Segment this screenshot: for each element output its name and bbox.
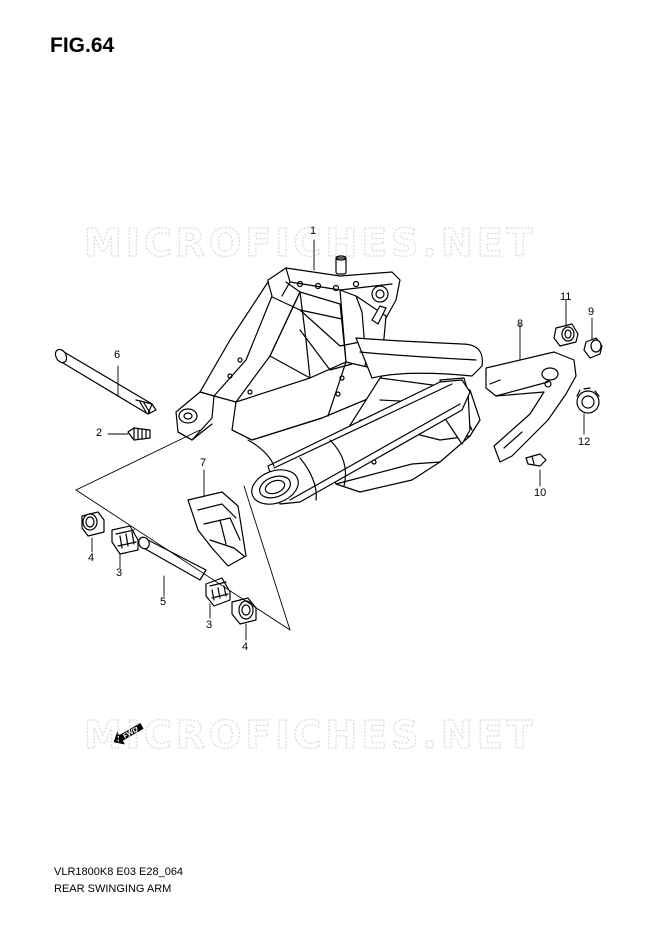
callout-7: 7: [200, 457, 207, 469]
diagram-title: REAR SWINGING ARM: [54, 883, 172, 895]
cam-plate-part-12: [576, 387, 600, 414]
callout-3-right: 3: [206, 619, 213, 631]
swing-arm-pivot-tube: [247, 379, 471, 505]
collar-part-11: [553, 323, 579, 347]
explode-lines: [75, 429, 291, 631]
callout-12: 12: [578, 436, 591, 448]
bolt-part-2: [127, 427, 151, 441]
pivot-shaft: [54, 348, 157, 415]
callout-8: 8: [517, 318, 524, 330]
callout-2: 2: [96, 427, 103, 439]
watermark-top: MICROFICHES.NET: [83, 220, 537, 264]
leader-lines: [91, 239, 593, 641]
callout-10: 10: [534, 487, 547, 499]
callout-6: 6: [114, 349, 121, 361]
figure-title: FIG.64: [50, 34, 115, 57]
watermark-bottom: MICROFICHES.NET: [83, 712, 537, 756]
callout-4-right: 4: [242, 641, 249, 653]
cap-part-9: [583, 337, 603, 359]
callout-5: 5: [160, 596, 167, 608]
model-code: VLR1800K8 E03 E28_064: [54, 866, 184, 878]
chain-cover: [187, 491, 247, 567]
callout-3-left: 3: [116, 567, 123, 579]
bearing-group: [81, 511, 257, 625]
chain-adjuster-bracket: [485, 351, 577, 463]
watermark-text: MICROFICHES.NET: [84, 713, 537, 756]
callout-1: 1: [310, 225, 317, 237]
callout-4-left: 4: [88, 552, 95, 564]
callout-11: 11: [560, 291, 572, 303]
callout-9: 9: [588, 306, 595, 318]
watermark-text: MICROFICHES.NET: [84, 221, 537, 264]
bolt-part-10: [525, 453, 547, 467]
